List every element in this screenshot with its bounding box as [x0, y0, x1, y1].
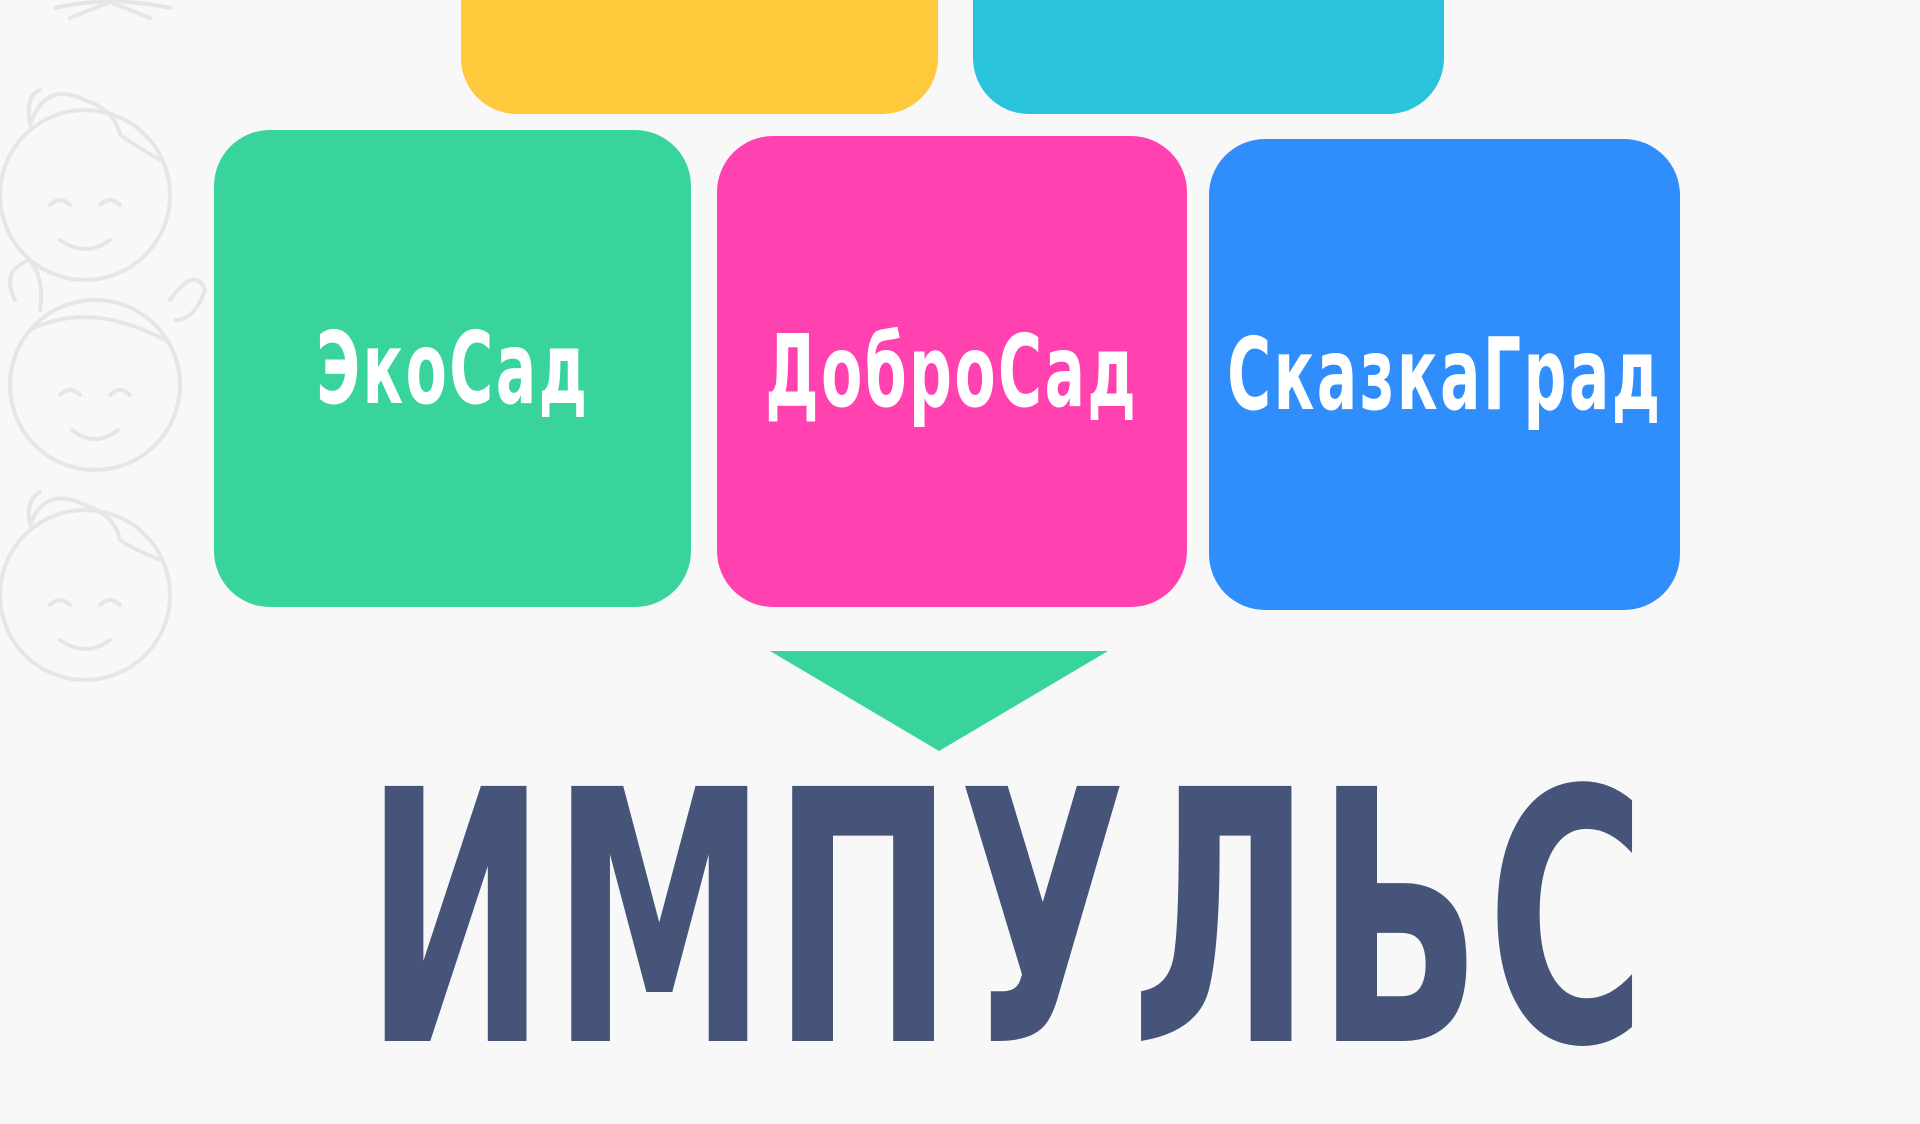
triangle-down-icon — [770, 651, 1108, 751]
result-title: ИМПУЛЬС — [364, 716, 1651, 1124]
card-ekosad: ЭкоСад — [214, 130, 691, 607]
child-face-icon — [0, 88, 172, 282]
card-label: ЭкоСад — [315, 310, 590, 427]
card-yellow — [461, 0, 938, 114]
card-skazkagrad: СказкаГрад — [1209, 139, 1680, 610]
decor-faces — [0, 0, 208, 682]
card-label: СказкаГрад — [1226, 316, 1663, 433]
child-face-icon — [8, 257, 208, 472]
child-face-icon — [0, 490, 172, 682]
card-dobrosad: ДоброСад — [717, 136, 1187, 607]
card-label: ДоброСад — [765, 313, 1139, 430]
child-face-icon — [53, 0, 172, 20]
card-cyan — [973, 0, 1444, 114]
